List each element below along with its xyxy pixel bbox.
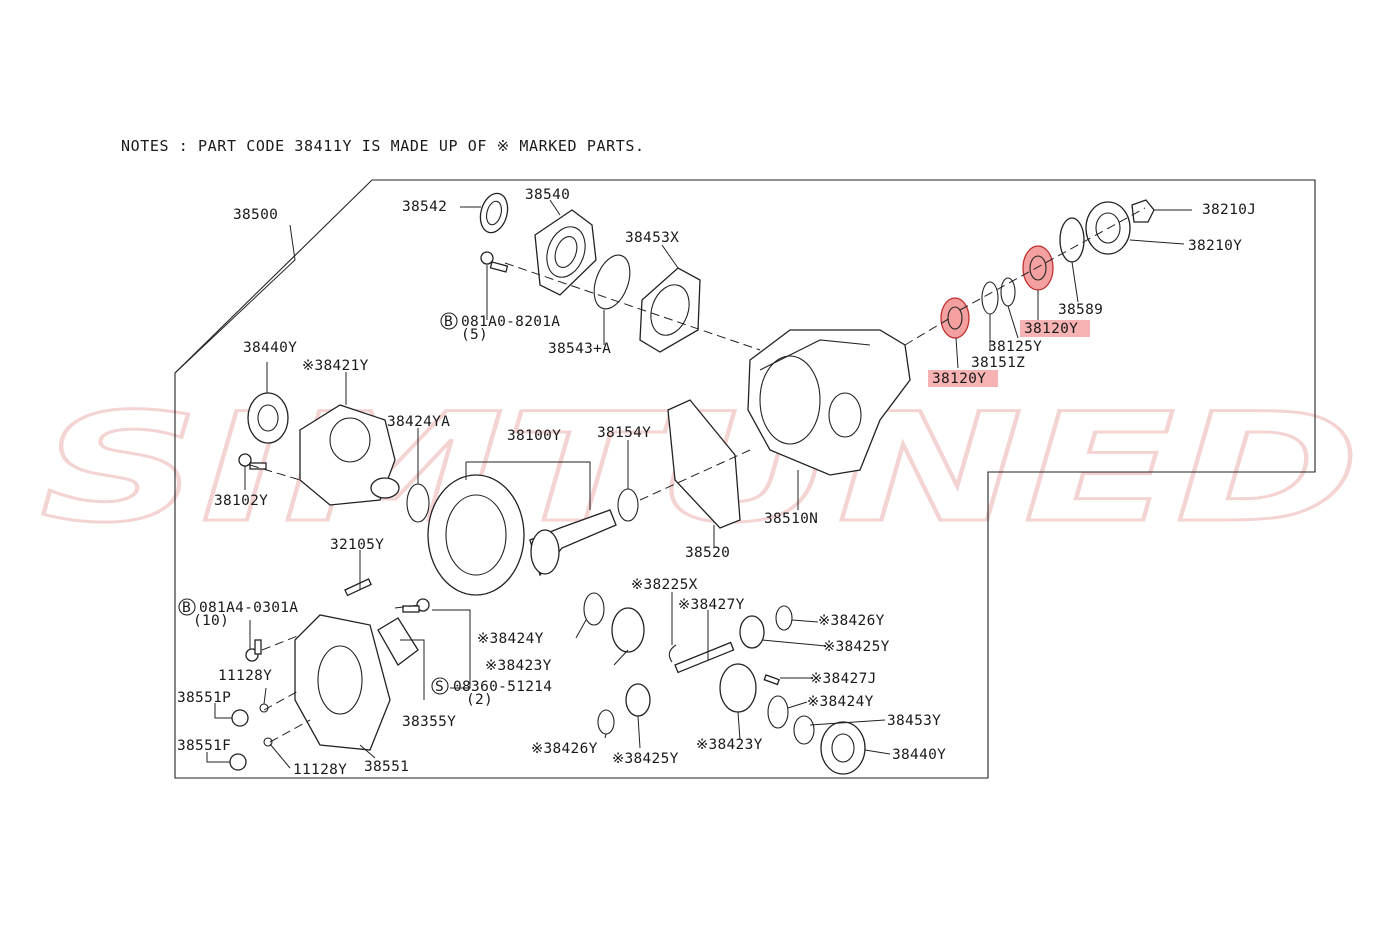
highlight-38120y-a bbox=[1020, 320, 1090, 337]
label-38424ya: 38424YA bbox=[387, 414, 450, 430]
plate-38355y bbox=[377, 617, 419, 666]
washer-38125y bbox=[1000, 277, 1016, 307]
label-38355y: 38355Y bbox=[402, 714, 456, 730]
label-38551: 38551 bbox=[364, 759, 409, 775]
bolt-symbol-s bbox=[431, 677, 449, 695]
clip-38225x bbox=[668, 644, 677, 663]
label-38423y-a: ※38423Y bbox=[485, 658, 552, 674]
shim-38151z bbox=[981, 281, 999, 315]
washer-38424y-b bbox=[767, 695, 789, 729]
label-38440y-b: 38440Y bbox=[892, 747, 946, 763]
assembly-outline bbox=[174, 179, 1316, 779]
label-38120y-b: 38120Y bbox=[932, 371, 986, 387]
gasket-38453x bbox=[639, 267, 701, 353]
o-ring-38543 bbox=[593, 254, 631, 310]
label-38125y: 38125Y bbox=[988, 339, 1042, 355]
plug-38551p bbox=[231, 703, 269, 727]
seal-38453y bbox=[793, 715, 815, 745]
label-081a4: 081A4-0301A bbox=[199, 600, 298, 616]
label-081a0: 081A0-8201A bbox=[461, 314, 560, 330]
label-32105y: 32105Y bbox=[330, 537, 384, 553]
side-retainer-38540 bbox=[534, 209, 597, 296]
diff-carrier-38510n bbox=[747, 329, 911, 476]
label-11128y-a: 11128Y bbox=[218, 668, 272, 684]
pinion-38100y bbox=[529, 509, 617, 577]
label-38551f: 38551F bbox=[177, 738, 231, 754]
label-38551p: 38551P bbox=[177, 690, 231, 706]
bolt-symbol-b-1-text: B bbox=[444, 314, 453, 330]
label-38154y: 38154Y bbox=[597, 425, 651, 441]
bearing-38120y-outer bbox=[1022, 245, 1054, 291]
bolt-symbol-b-1 bbox=[440, 312, 458, 330]
label-38440y-a: 38440Y bbox=[243, 340, 297, 356]
label-38427j: ※38427J bbox=[810, 671, 877, 687]
label-08360: 08360-51214 bbox=[453, 679, 552, 695]
label-38425y-b: ※38425Y bbox=[612, 751, 679, 767]
diff-case-38421y bbox=[299, 404, 400, 506]
label-38102y: 38102Y bbox=[214, 493, 268, 509]
label-38542: 38542 bbox=[402, 199, 447, 215]
bolt-symbol-s-text: S bbox=[435, 679, 444, 695]
spacer-38589 bbox=[1059, 217, 1085, 263]
highlight-38120y-b bbox=[928, 370, 998, 387]
label-38424y-a: ※38424Y bbox=[477, 631, 544, 647]
label-38426y-b: ※38426Y bbox=[531, 741, 598, 757]
label-38100y: 38100Y bbox=[507, 428, 561, 444]
label-38453x: 38453X bbox=[625, 230, 679, 246]
oil-seal-38542 bbox=[479, 192, 509, 234]
bolt-081a4 bbox=[245, 639, 262, 662]
label-38540: 38540 bbox=[525, 187, 570, 203]
label-38589: 38589 bbox=[1058, 302, 1103, 318]
rear-cover-38551 bbox=[294, 614, 391, 751]
bolt-symbol-b-2-text: B bbox=[182, 600, 191, 616]
label-38425y-a: ※38425Y bbox=[823, 639, 890, 655]
pinion-38425y-b bbox=[625, 683, 651, 717]
label-38225x: ※38225X bbox=[631, 577, 698, 593]
bearing-38440y-right bbox=[820, 721, 866, 775]
pin-38427j bbox=[763, 674, 780, 686]
washer-38424y-a bbox=[583, 592, 605, 626]
label-38424y-b: ※38424Y bbox=[807, 694, 874, 710]
notes-text: NOTES : PART CODE 38411Y IS MADE UP OF ※… bbox=[121, 137, 645, 155]
washer-38426y-a bbox=[775, 605, 793, 631]
label-081a4-qty: (10) bbox=[193, 613, 229, 629]
bolt-symbol-b-2 bbox=[178, 598, 196, 616]
bearing-38120y-inner bbox=[940, 297, 970, 339]
bolt-081a0 bbox=[480, 251, 509, 273]
label-08360-qty: (2) bbox=[466, 692, 493, 708]
pinion-38425y-a bbox=[739, 615, 765, 649]
label-38427y: ※38427Y bbox=[678, 597, 745, 613]
plug-38551f bbox=[229, 737, 273, 771]
label-11128y-b: 11128Y bbox=[293, 762, 347, 778]
label-38151z: 38151Z bbox=[971, 355, 1025, 371]
gasket-38520 bbox=[667, 399, 741, 529]
bearing-38440y-left bbox=[247, 392, 289, 444]
label-081a0-qty: (5) bbox=[461, 327, 488, 343]
label-38520: 38520 bbox=[685, 545, 730, 561]
shaft-38427y bbox=[674, 641, 735, 674]
label-38421y: ※38421Y bbox=[302, 358, 369, 374]
label-38543a: 38543+A bbox=[548, 341, 611, 357]
nut-38210j bbox=[1131, 199, 1155, 223]
label-38423y-b: ※38423Y bbox=[696, 737, 763, 753]
side-gear-38423y-b bbox=[719, 663, 757, 713]
label-38426y-a: ※38426Y bbox=[818, 613, 885, 629]
label-38210j: 38210J bbox=[1202, 202, 1256, 218]
label-38453y: 38453Y bbox=[887, 713, 941, 729]
label-38120y-a: 38120Y bbox=[1024, 321, 1078, 337]
ring-gear-38100y bbox=[427, 474, 525, 596]
label-38510n: 38510N bbox=[764, 511, 818, 527]
side-gear-38423y-a bbox=[611, 607, 645, 653]
stud-32105y bbox=[344, 578, 372, 597]
label-38210y: 38210Y bbox=[1188, 238, 1242, 254]
label-38500: 38500 bbox=[233, 207, 278, 223]
washer-38426y-b bbox=[597, 709, 615, 735]
